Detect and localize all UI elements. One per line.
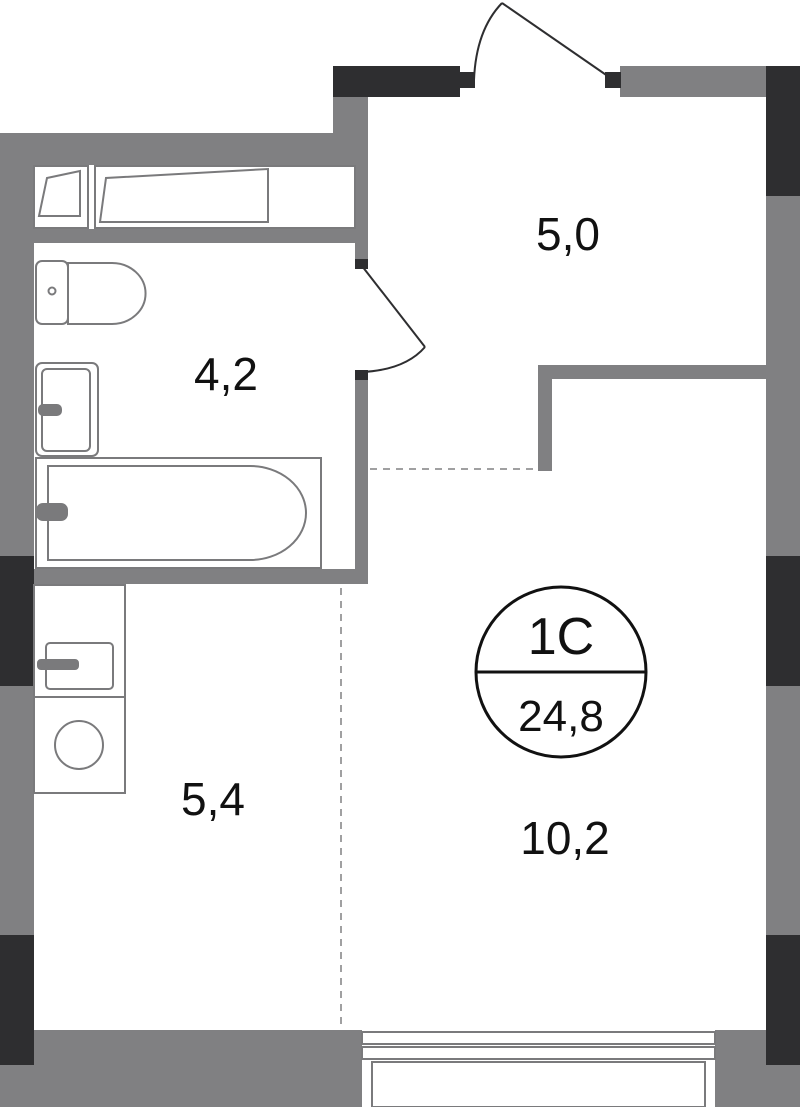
- zone-dividers: [340, 468, 538, 1028]
- apartment-badge: 1С 24,8: [474, 585, 648, 759]
- utility-shelf: [33, 165, 356, 229]
- living-room-area-label: 10,2: [520, 812, 610, 864]
- kitchen-area-label: 5,4: [181, 773, 245, 825]
- toilet-icon: [35, 260, 147, 325]
- washing-machine-icon: [33, 696, 126, 794]
- sink-icon: [35, 362, 99, 457]
- entrance-door: [473, 2, 613, 81]
- hallway-area-label: 5,0: [536, 208, 600, 260]
- structural-columns: [0, 66, 800, 1065]
- kitchen-sink-icon: [33, 584, 126, 698]
- total-area-label: 24,8: [518, 692, 604, 741]
- bathroom-door: [361, 265, 426, 373]
- bathroom-area-label: 4,2: [194, 348, 258, 400]
- bathtub-icon: [35, 457, 322, 569]
- window: [361, 1031, 716, 1107]
- apartment-type-label: 1С: [528, 608, 594, 666]
